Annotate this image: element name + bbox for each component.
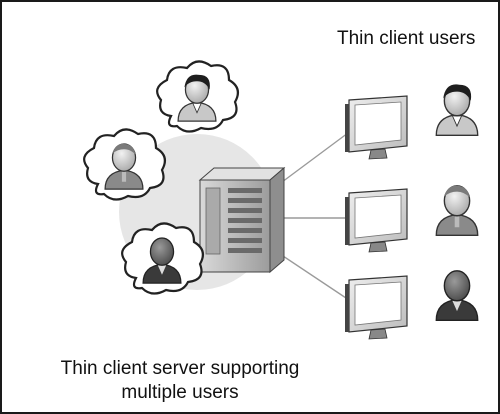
monitor-icon bbox=[345, 95, 408, 160]
thought-cloud-icon bbox=[156, 60, 240, 133]
user-avatar-icon bbox=[435, 185, 479, 236]
server-caption-line-2: multiple users bbox=[121, 382, 239, 403]
user-avatar-icon bbox=[435, 83, 479, 136]
link-to-client-1 bbox=[273, 129, 353, 189]
server-tower-icon bbox=[198, 166, 286, 274]
link-to-client-3 bbox=[273, 249, 353, 303]
server-caption: Thin client server supporting multiple u… bbox=[2, 357, 358, 405]
monitor-icon bbox=[345, 188, 408, 253]
server-caption-line-1: Thin client server supporting bbox=[60, 358, 300, 379]
connection-lines bbox=[273, 129, 353, 303]
user-avatar-icon bbox=[435, 270, 479, 321]
monitor-icon bbox=[345, 275, 408, 340]
thin-client-users-label: Thin client users bbox=[337, 28, 476, 49]
